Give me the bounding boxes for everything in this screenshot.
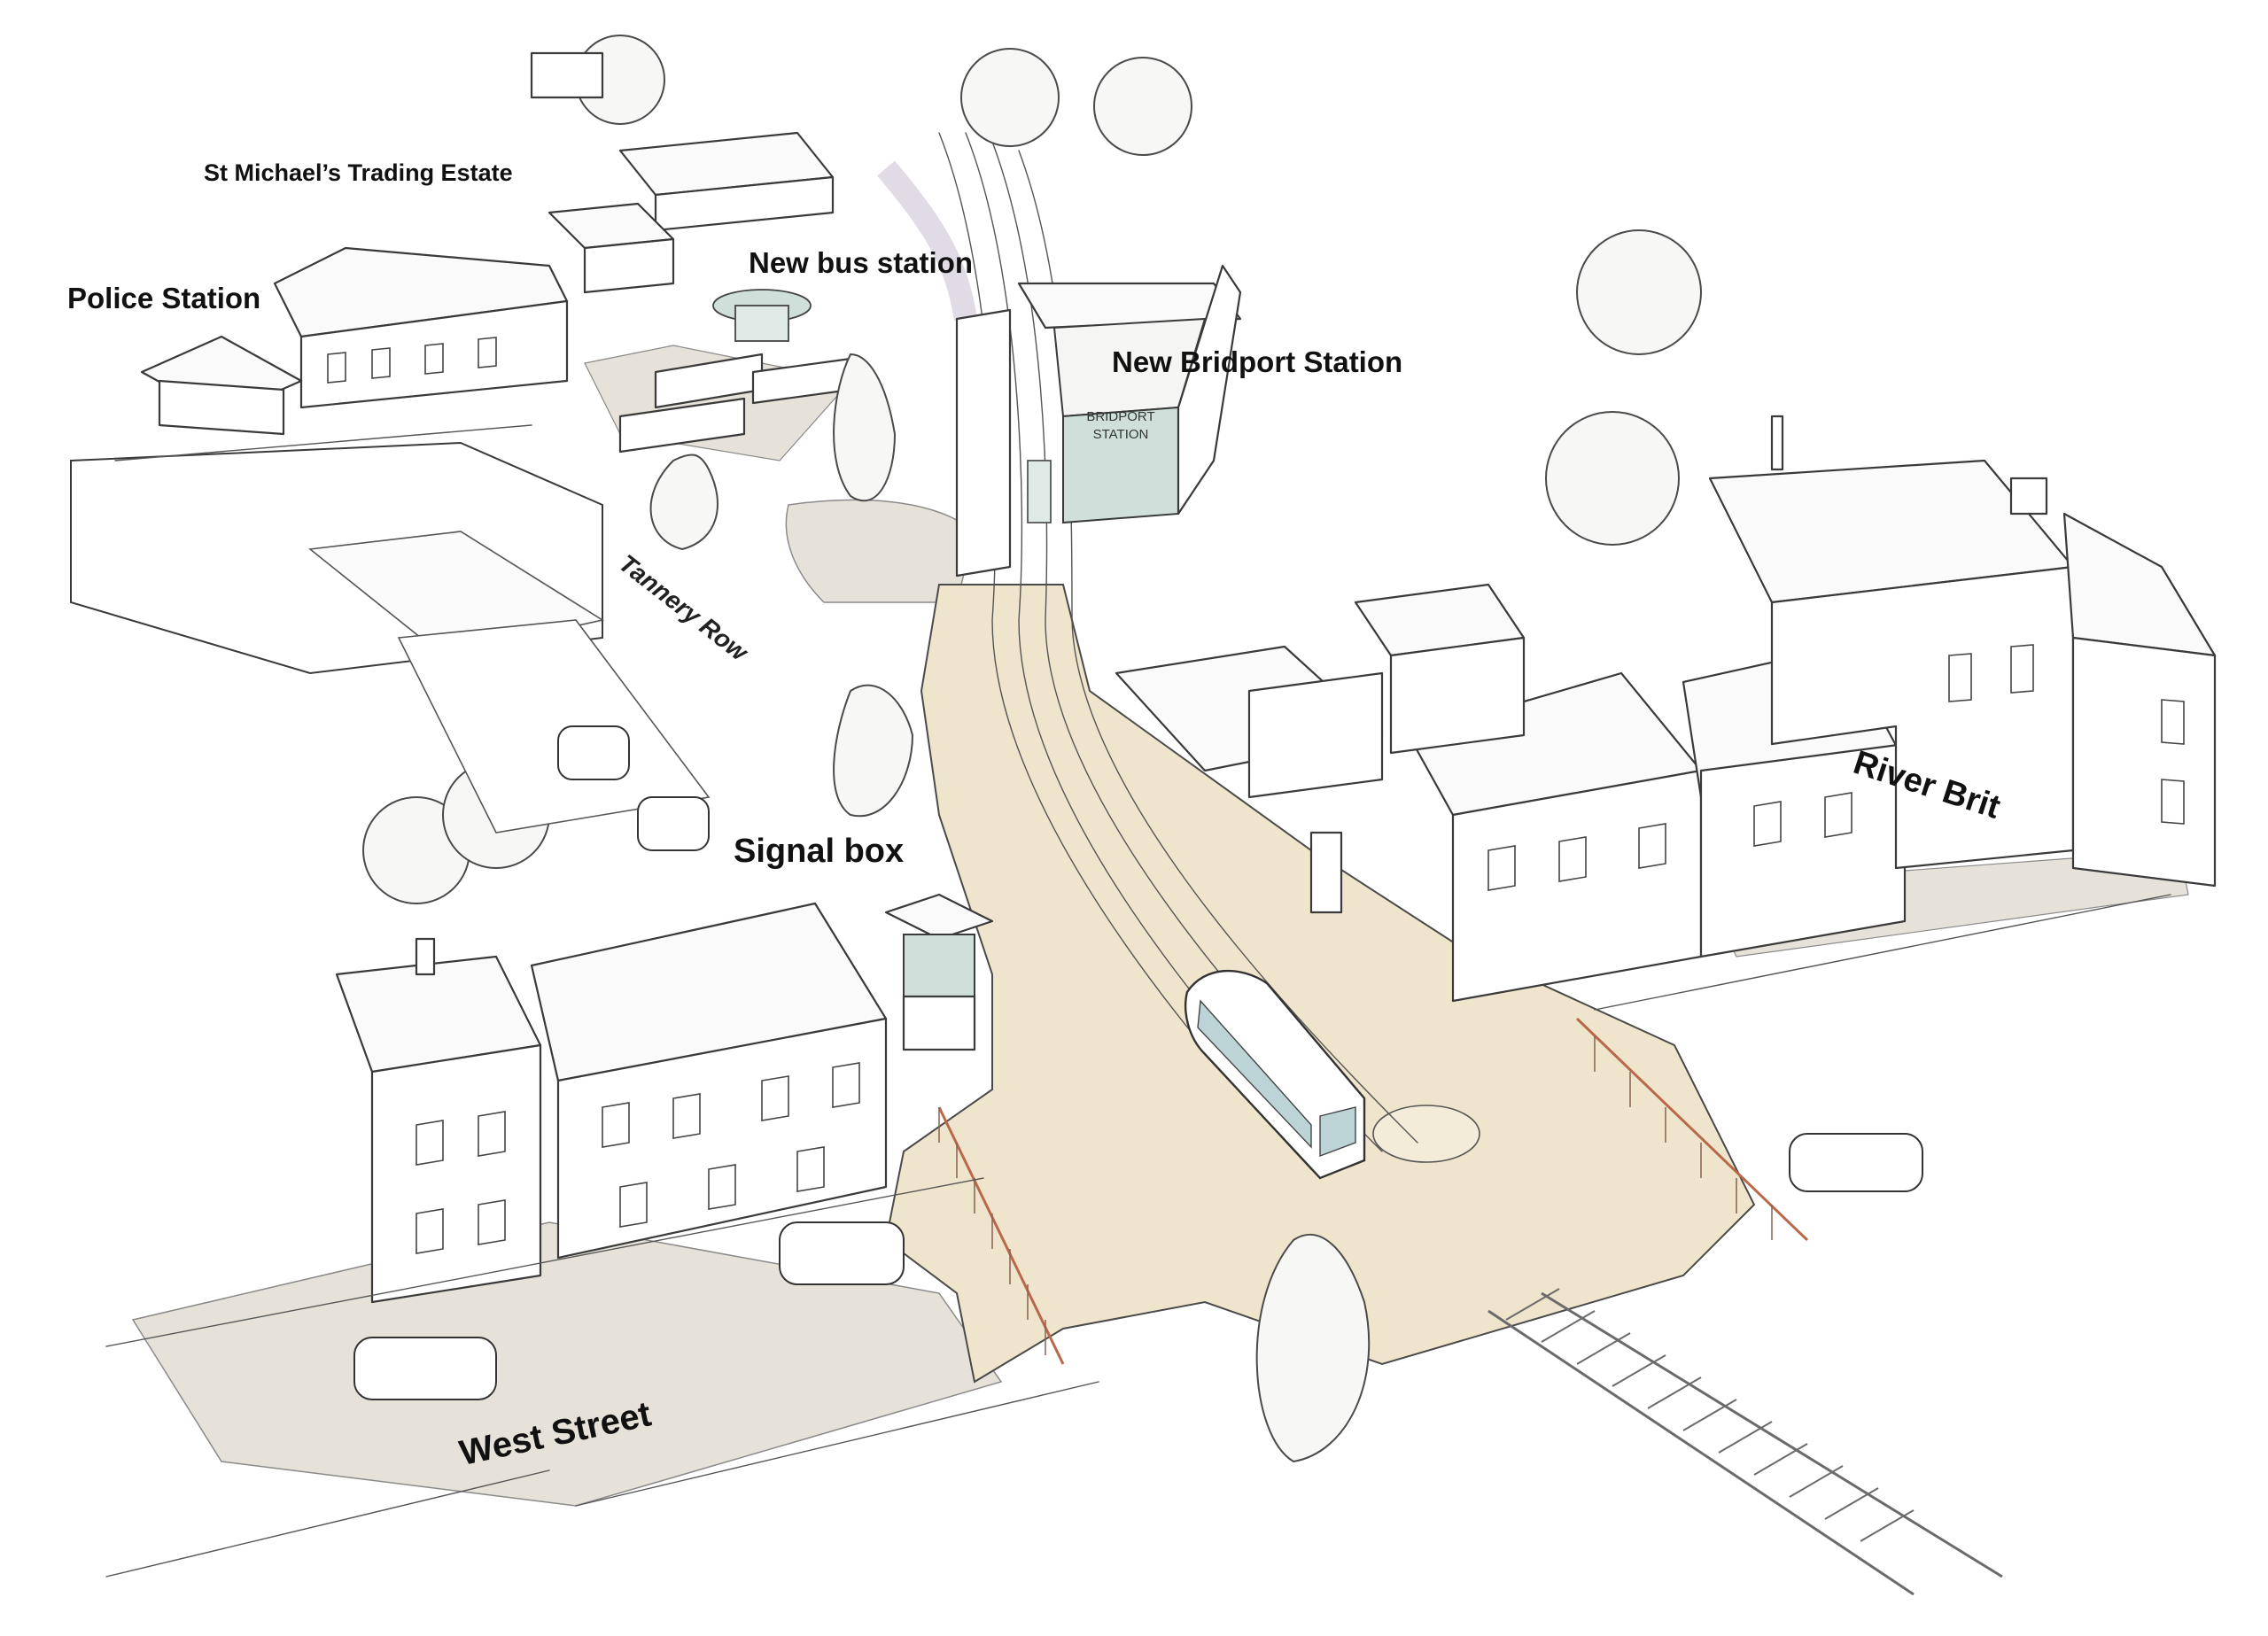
tannery-row-warehouses xyxy=(70,441,711,834)
label-signal-box: Signal box xyxy=(734,833,905,870)
street-edges xyxy=(105,424,2171,1578)
label-new-bridport-station: New Bridport Station xyxy=(1112,345,1403,378)
west-street-terrace xyxy=(335,902,888,1304)
station-sign-line2: STATION xyxy=(1093,427,1149,442)
river-brit-terraces xyxy=(1309,415,2217,1003)
foreground-trees xyxy=(649,353,1371,1463)
trading-estate-buildings xyxy=(530,51,835,294)
background-trees xyxy=(362,35,1702,904)
tram xyxy=(1184,969,1366,1180)
station-area-buildings xyxy=(1115,583,1526,799)
signal-box xyxy=(884,893,994,1051)
station-sign-line1: BRIDPORT xyxy=(1086,409,1154,424)
bridge-fences xyxy=(937,1017,1809,1365)
road-plaza xyxy=(884,584,1756,1384)
label-new-bus-station: New bus station xyxy=(749,246,974,279)
label-st-michaels-trading-estate: St Michael’s Trading Estate xyxy=(204,159,513,186)
label-police-station: Police Station xyxy=(67,282,261,314)
police-station xyxy=(140,246,569,436)
new-bus-station xyxy=(618,289,852,454)
new-bridport-station: BRIDPORT STATION xyxy=(955,264,1242,578)
parked-cars xyxy=(353,725,1923,1400)
